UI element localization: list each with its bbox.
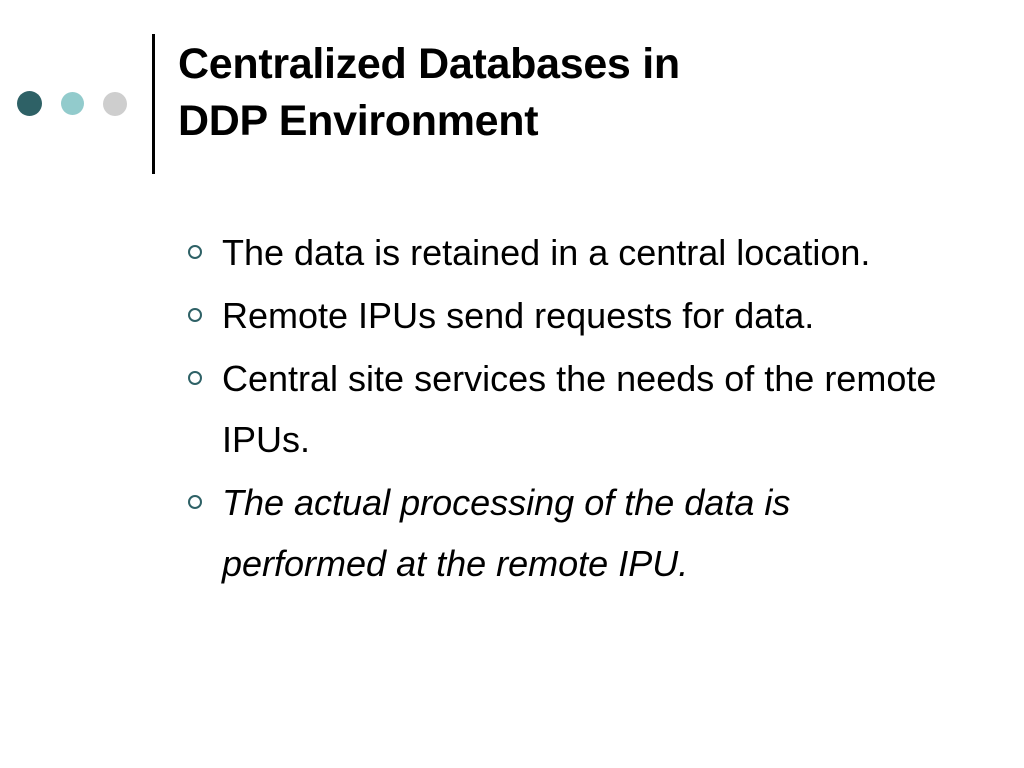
dot-dark-teal-icon xyxy=(17,91,42,116)
slide-title: Centralized Databases in DDP Environment xyxy=(178,40,680,145)
bullet-list: The data is retained in a central locati… xyxy=(186,222,946,596)
bullet-ring-icon xyxy=(188,371,202,385)
list-item: The data is retained in a central locati… xyxy=(186,222,946,283)
dot-light-teal-icon xyxy=(61,92,84,115)
list-item-text: The data is retained in a central locati… xyxy=(222,232,871,273)
list-item: Central site services the needs of the r… xyxy=(186,348,946,470)
bullet-ring-icon xyxy=(188,308,202,322)
list-item-text: The actual processing of the data is per… xyxy=(222,482,791,584)
bullet-ring-icon xyxy=(188,495,202,509)
list-item: The actual processing of the data is per… xyxy=(186,472,946,594)
dot-gray-icon xyxy=(103,92,127,116)
title-vertical-rule xyxy=(152,34,155,174)
bullet-ring-icon xyxy=(188,245,202,259)
list-item: Remote IPUs send requests for data. xyxy=(186,285,946,346)
list-item-text: Remote IPUs send requests for data. xyxy=(222,295,815,336)
list-item-text: Central site services the needs of the r… xyxy=(222,358,937,460)
decorative-dot-cluster xyxy=(17,91,129,117)
